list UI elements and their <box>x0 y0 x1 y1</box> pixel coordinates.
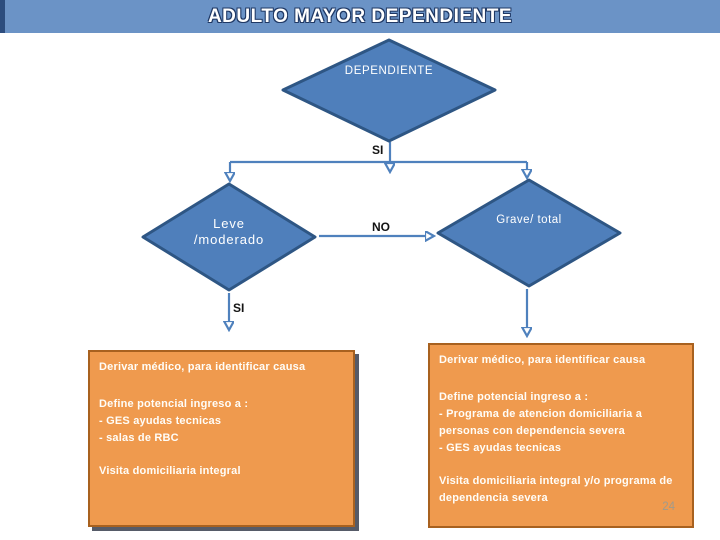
title-bar: ADULTO MAYOR DEPENDIENTE <box>0 0 720 33</box>
leve-line: Leve <box>213 216 245 231</box>
decision-dependiente-diamond <box>281 38 497 143</box>
left-box-salas-line: - salas de RBC <box>99 432 179 444</box>
right-box-derivar-line: Derivar médico, para identificar causa <box>439 354 646 366</box>
decision-dependiente-label: DEPENDIENTE <box>344 65 434 77</box>
action-box-leve-moderado: Derivar médico, para identificar causa D… <box>88 350 355 527</box>
moderado-line: /moderado <box>193 232 265 247</box>
slide-number: 24 <box>662 501 675 513</box>
decision-leve-moderado-label: Leve /moderado <box>140 216 318 248</box>
left-box-ges-line: - GES ayudas tecnicas <box>99 415 222 427</box>
left-box-define-line: Define potencial ingreso a : <box>99 398 249 410</box>
left-box-visita-line: Visita domiciliaria integral <box>99 465 241 477</box>
right-box-define-line: Define potencial ingreso a : <box>439 391 589 403</box>
branch-label-si-top: SI <box>372 143 384 157</box>
title-bar-left-edge <box>0 0 5 33</box>
left-box-derivar-line: Derivar médico, para identificar causa <box>99 361 306 373</box>
action-box-grave-total: Derivar médico, para identificar causa D… <box>428 343 694 528</box>
branch-label-no: NO <box>372 220 390 234</box>
decision-grave-total-diamond <box>436 178 622 288</box>
right-box-programa-line: - Programa de atencion domiciliaria a pe… <box>439 408 643 437</box>
branch-label-si-left: SI <box>233 301 245 315</box>
right-box-ges-line: - GES ayudas tecnicas <box>439 442 562 454</box>
decision-leve-moderado-diamond <box>141 182 317 292</box>
right-box-visita-line: Visita domiciliaria integral y/o program… <box>439 475 673 504</box>
slide-title: ADULTO MAYOR DEPENDIENTE <box>207 5 513 27</box>
decision-grave-total-label: Grave/ total <box>496 214 562 226</box>
